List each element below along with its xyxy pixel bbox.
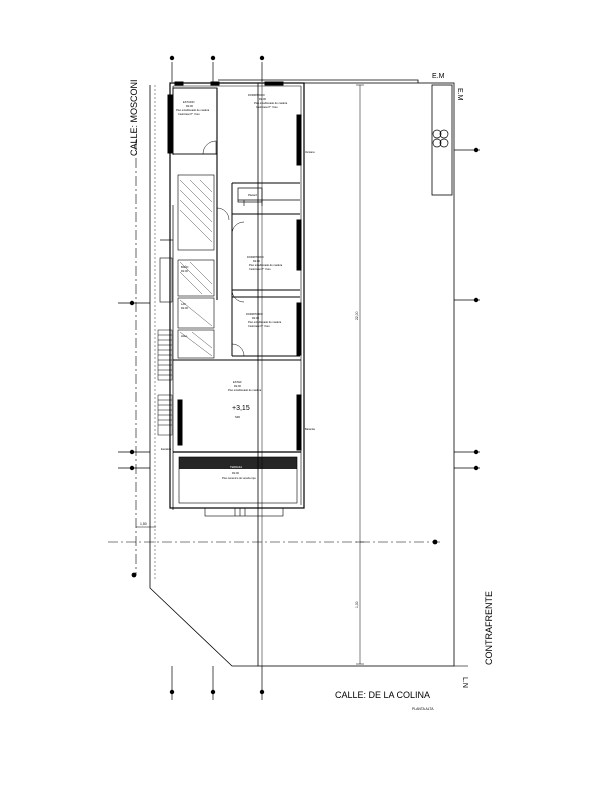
- axis-marker-left-2: [129, 449, 135, 455]
- em-side-label: E.M: [456, 88, 463, 101]
- placard-box: [237, 187, 263, 203]
- estudio-room: [172, 87, 218, 155]
- hall-room: [177, 329, 215, 359]
- estar-name: ESTAR: [233, 380, 242, 384]
- axis-marker-top-1: [169, 55, 175, 61]
- estudio-finish: Piso entablonado de madera: [176, 108, 210, 112]
- bano-code: R2.00: [181, 269, 188, 273]
- dorm1-finish: Piso entablonado de madera: [254, 101, 288, 105]
- lot-chamfer: [149, 85, 258, 667]
- em-top-label: E.M: [432, 73, 445, 80]
- estudio-note: Cielorraso P° Yeso: [178, 112, 200, 116]
- estar-level-note: NPA: [235, 415, 240, 419]
- lavadero-room: [177, 297, 215, 329]
- hall-name: HALL: [181, 334, 188, 338]
- note-ventana: Ventana: [305, 150, 315, 154]
- lavadero-name: LAV.: [181, 302, 186, 306]
- axis-marker-colina: [432, 539, 438, 545]
- terraza-name: TERRAZA: [230, 465, 242, 469]
- total-depth-dimension: 22,00: [355, 311, 359, 320]
- meter-circle-4: [439, 138, 449, 148]
- dorm2-finish: Piso entablonado de madera: [249, 263, 283, 267]
- dorm1-note: Cielorraso P° Yeso: [256, 105, 278, 109]
- setback-dimension: 1,50: [140, 522, 147, 526]
- dorm3-code: R2.00: [252, 316, 259, 320]
- estar-finish: Piso entablonado de madera: [228, 388, 262, 392]
- planta-label: PLANTA ALTA: [412, 707, 434, 711]
- lot-dimension: 1,30: [355, 601, 359, 608]
- bano-room: [177, 259, 215, 297]
- axis-marker-top-3: [259, 55, 265, 61]
- axis-marker-right-4: [473, 465, 479, 471]
- estudio-code: R2.00: [186, 104, 193, 108]
- axis-marker-bottom-1: [169, 689, 175, 695]
- dorm3-name: DORMITORIO: [246, 312, 263, 316]
- lot-outline: [257, 82, 455, 667]
- dorm1-code: R2.00: [259, 97, 266, 101]
- street-colina: CALLE: DE LA COLINA: [335, 690, 430, 700]
- bano-name: BAÑO: [181, 264, 188, 269]
- meter-circle-3: [432, 138, 442, 148]
- site-boundary: [218, 79, 419, 83]
- note-baranda: Baranda: [305, 427, 315, 431]
- axis-marker-right-3: [473, 449, 479, 455]
- terraza-code: R2.00: [232, 471, 239, 475]
- exterior-stair: [157, 329, 173, 436]
- axis-marker-mosconi: [131, 572, 137, 578]
- building-outline: [169, 82, 305, 509]
- street-mosconi: CALLE: MOSCONI: [129, 79, 139, 156]
- terraza-finish: Piso ceramico de vereda roja: [222, 476, 256, 480]
- estar-code: R2.00: [234, 384, 241, 388]
- estudio-name: ESTUDIO: [183, 100, 195, 104]
- stair-core: [177, 174, 215, 251]
- dorm2-name: DORMITORIO: [247, 255, 264, 259]
- axis-marker-right-2: [473, 297, 479, 303]
- axis-marker-right-1: [473, 147, 479, 153]
- dorm1-name: DORMITORIO: [248, 93, 265, 97]
- dorm2-code: R2.00: [253, 259, 260, 263]
- estar-level: +3,15: [232, 405, 250, 412]
- street-contrafrente: CONTRAFRENTE: [484, 591, 494, 665]
- em-meter-box: [431, 84, 453, 196]
- note-placard: Placard: [248, 193, 257, 197]
- dorm2-note: Cielorraso P° Yeso: [249, 267, 271, 271]
- ln-label: L.N: [461, 677, 468, 688]
- axis-marker-top-2: [210, 55, 216, 61]
- note-escalera: Escalera: [161, 447, 172, 451]
- estudio-door-swing: [202, 140, 217, 155]
- axis-marker-left-3: [129, 465, 135, 471]
- lavadero-code: R2.00: [181, 306, 188, 310]
- axis-marker-bottom-2: [210, 689, 216, 695]
- dorm3-finish: Piso entablonado de madera: [248, 320, 282, 324]
- meter-circle-1: [432, 129, 442, 139]
- meter-circle-2: [439, 129, 449, 139]
- axis-marker-left-1: [129, 300, 135, 306]
- dorm3-note: Cielorraso P° Yeso: [248, 324, 270, 328]
- axis-marker-bottom-3: [259, 689, 265, 695]
